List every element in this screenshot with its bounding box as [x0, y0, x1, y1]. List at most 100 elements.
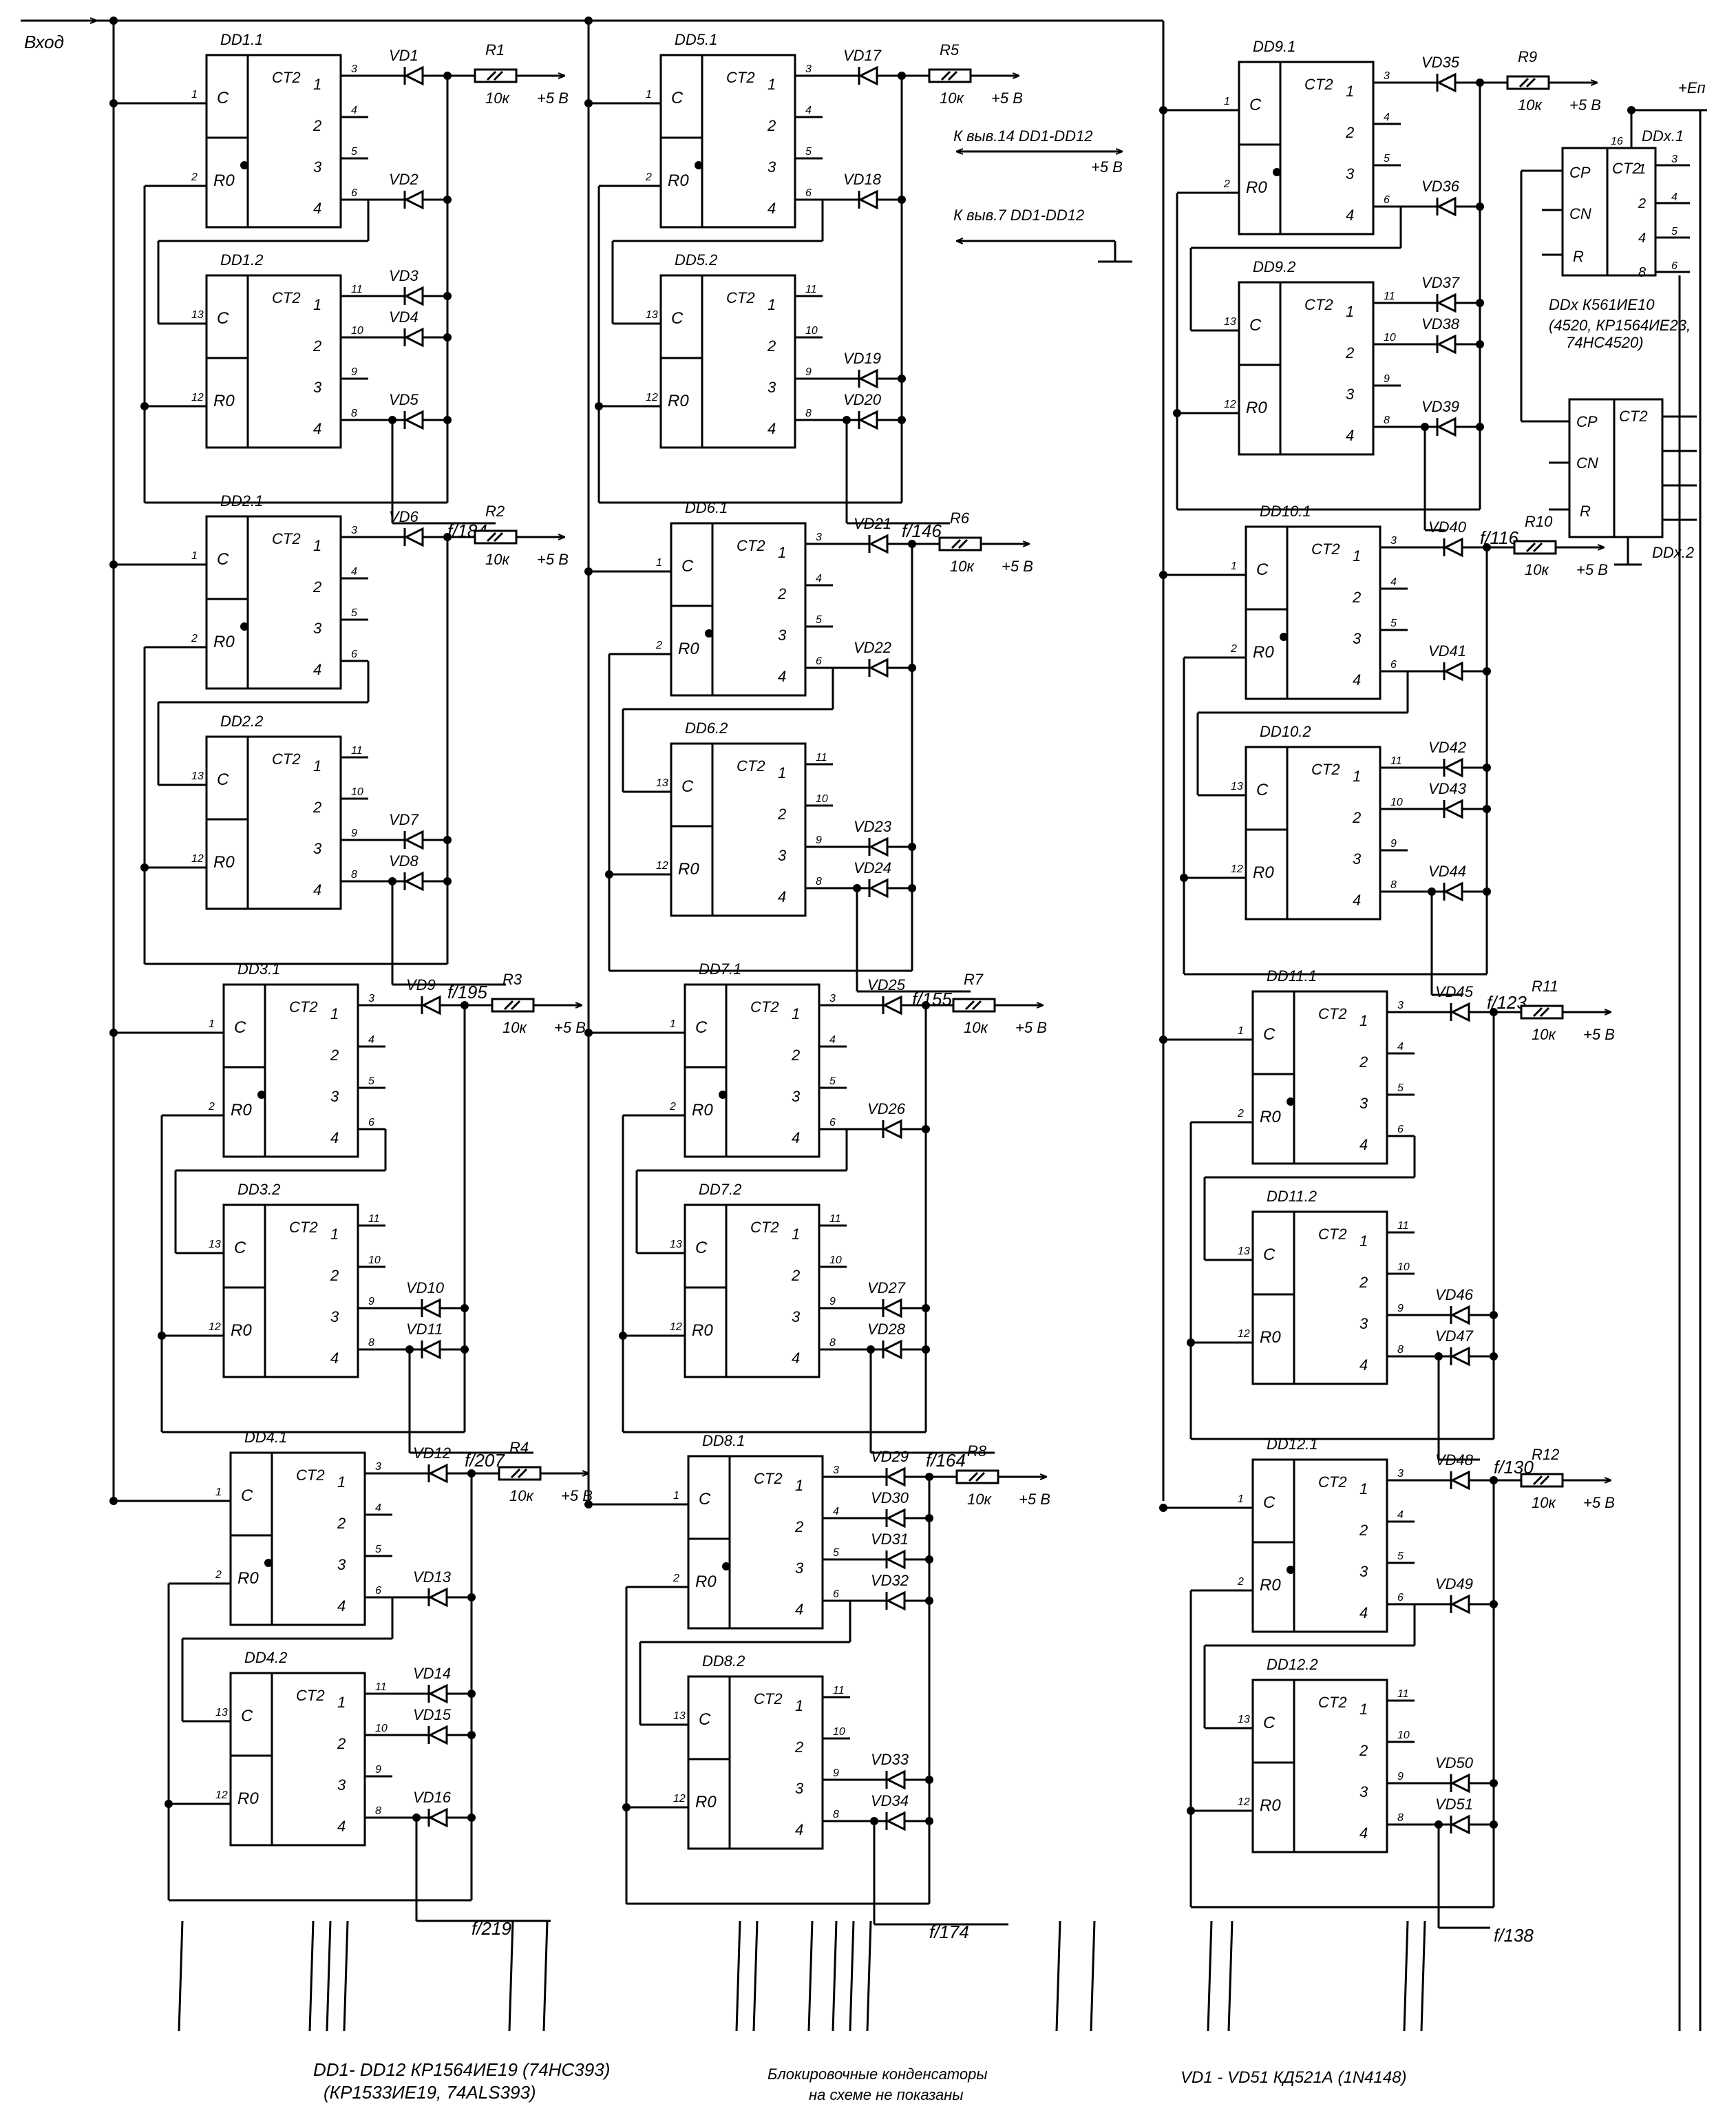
resistor-value: 10к	[502, 1019, 527, 1036]
svg-text:11: 11	[833, 1685, 845, 1696]
svg-text:4: 4	[313, 200, 321, 217]
svg-text:2: 2	[1237, 1108, 1244, 1119]
diode-vd17: VD17	[843, 47, 882, 86]
svg-text:8: 8	[1384, 414, 1390, 426]
svg-text:4: 4	[337, 1597, 346, 1615]
svg-text:11: 11	[816, 752, 827, 764]
diode-vd29: VD29	[871, 1448, 909, 1487]
svg-text:11: 11	[351, 745, 363, 757]
diode-vd32: VD32	[871, 1572, 909, 1611]
svg-text:1: 1	[1346, 303, 1354, 320]
svg-text:4: 4	[778, 668, 786, 685]
svg-text:2: 2	[791, 1267, 800, 1284]
svg-text:CT2: CT2	[750, 998, 779, 1016]
svg-text:2: 2	[1352, 589, 1361, 606]
svg-text:8: 8	[1638, 265, 1646, 280]
resistor-label: R7	[964, 971, 984, 988]
svg-text:4: 4	[1346, 207, 1354, 224]
svg-text:12: 12	[673, 1793, 686, 1805]
svg-text:C: C	[699, 1710, 711, 1729]
svg-text:1: 1	[209, 1018, 215, 1030]
svg-text:5: 5	[1390, 618, 1397, 629]
diode-label: VD42	[1428, 739, 1466, 756]
svg-text:CT2: CT2	[1304, 296, 1333, 313]
svg-text:9: 9	[816, 834, 822, 846]
svg-text:2: 2	[1345, 124, 1354, 141]
svg-text:C: C	[699, 1490, 711, 1508]
diode-vd35: VD35	[1421, 54, 1460, 93]
svg-text:12: 12	[191, 853, 204, 865]
svg-text:4: 4	[1359, 1356, 1368, 1374]
diode-label: VD15	[413, 1706, 452, 1723]
counter-label: DD4.2	[244, 1649, 287, 1666]
svg-text:CT2: CT2	[754, 1470, 783, 1487]
svg-text:5: 5	[833, 1547, 839, 1559]
resistor-value: 10к	[964, 1019, 988, 1036]
diode-label: VD25	[867, 976, 906, 994]
svg-text:5: 5	[1384, 153, 1390, 165]
resistor-value: 10к	[485, 90, 510, 107]
svg-text:R0: R0	[1260, 1108, 1281, 1126]
svg-text:11: 11	[375, 1681, 387, 1693]
svg-text:C: C	[217, 550, 229, 569]
svg-text:2: 2	[777, 806, 786, 823]
svg-text:9: 9	[805, 366, 812, 378]
svg-text:CT2: CT2	[289, 1219, 318, 1236]
svg-text:5: 5	[351, 146, 357, 158]
diode-vd25: VD25	[867, 976, 906, 1016]
resistor-r7: R7 10к	[952, 971, 996, 1036]
diode-vd10: VD10	[406, 1279, 445, 1318]
diode-label: VD26	[867, 1100, 906, 1117]
diode-label: VD43	[1428, 780, 1467, 797]
svg-text:8: 8	[816, 876, 822, 887]
svg-text:3: 3	[833, 1464, 839, 1476]
svg-text:3: 3	[778, 627, 787, 644]
counter-label: DD7.2	[699, 1181, 741, 1198]
diode-label: VD32	[871, 1572, 909, 1589]
svg-text:3: 3	[1359, 1315, 1368, 1332]
diode-label: VD46	[1435, 1286, 1474, 1303]
svg-text:6: 6	[1384, 194, 1390, 206]
svg-text:R0: R0	[695, 1793, 717, 1811]
resistor-r3: R3 10к	[491, 971, 535, 1036]
svg-text:12: 12	[209, 1321, 221, 1333]
svg-text:2: 2	[1237, 1576, 1244, 1588]
svg-text:6: 6	[816, 655, 822, 667]
diode-label: VD3	[389, 267, 419, 284]
svg-text:К выв.14 DD1-DD12: К выв.14 DD1-DD12	[953, 127, 1093, 145]
svg-text:3: 3	[816, 532, 822, 543]
diode-vd33: VD33	[871, 1751, 909, 1790]
diode-label: VD37	[1421, 274, 1460, 291]
diode-vd38: VD38	[1421, 315, 1460, 355]
svg-text:3: 3	[1384, 70, 1390, 82]
svg-text:3: 3	[375, 1461, 381, 1473]
svg-text:8: 8	[805, 408, 812, 419]
svg-text:2: 2	[777, 585, 786, 602]
svg-text:C: C	[234, 1239, 246, 1257]
diode-label: VD45	[1435, 983, 1474, 1000]
svg-text:5: 5	[829, 1075, 836, 1087]
diode-label: VD10	[406, 1279, 445, 1296]
svg-text:3: 3	[768, 158, 776, 176]
svg-text:4: 4	[313, 661, 321, 678]
resistor-value: 10к	[1532, 1026, 1556, 1043]
diode-vd2: VD2	[389, 171, 424, 210]
svg-text:4: 4	[1359, 1136, 1368, 1153]
diode-label: VD49	[1435, 1575, 1473, 1592]
svg-text:C: C	[1263, 1493, 1275, 1512]
svg-text:3: 3	[313, 840, 322, 857]
diode-label: VD48	[1435, 1451, 1474, 1469]
svg-text:4: 4	[1390, 576, 1397, 588]
resistor-label: R3	[502, 971, 522, 988]
diode-label: VD13	[413, 1568, 452, 1586]
svg-text:1: 1	[330, 1226, 339, 1243]
svg-text:R0: R0	[678, 860, 699, 879]
